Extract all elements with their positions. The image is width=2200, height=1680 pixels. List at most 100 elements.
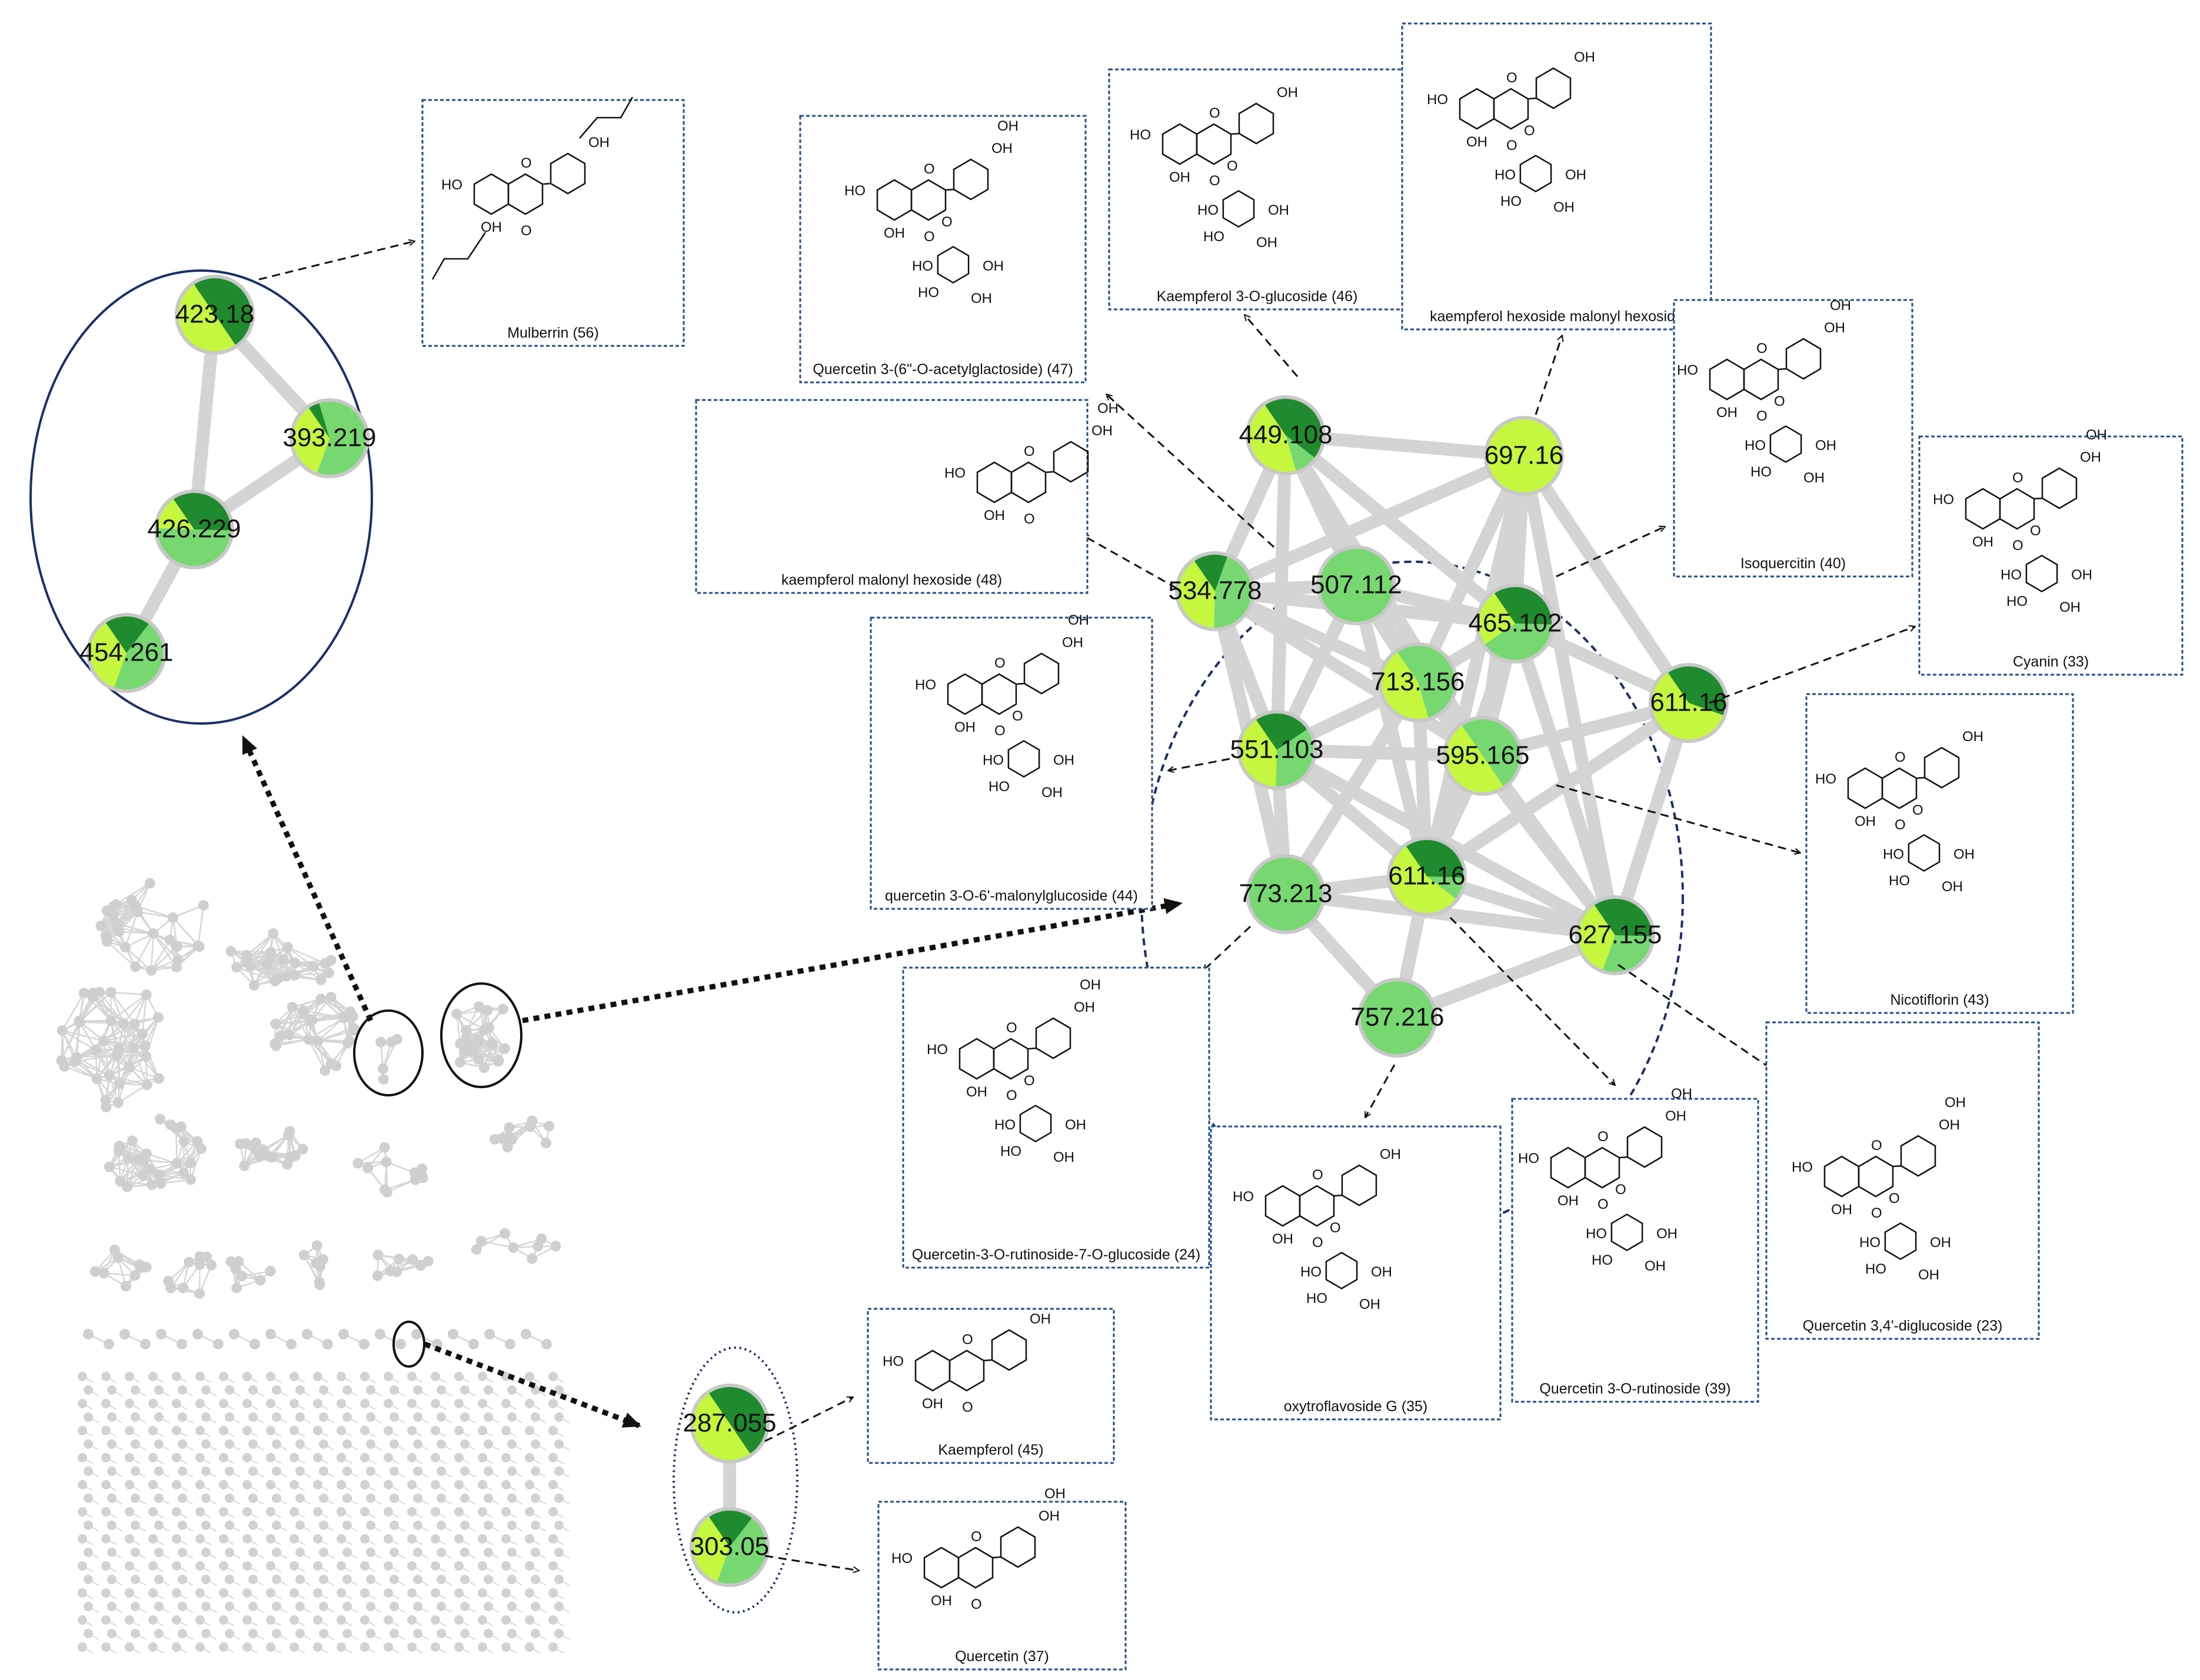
atom-label: HO bbox=[1677, 362, 1698, 378]
node-pie-slice bbox=[1427, 876, 1463, 899]
network-node[interactable]: 595.165 bbox=[1436, 716, 1530, 796]
node-mz-label: 534.778 bbox=[1168, 576, 1262, 605]
overview-node bbox=[323, 968, 334, 979]
atom-label: OH bbox=[1065, 1117, 1086, 1133]
overview-node bbox=[474, 1001, 485, 1012]
overview-node bbox=[278, 954, 289, 965]
atom-label: OH bbox=[1097, 401, 1119, 416]
atom-label: O bbox=[1597, 1129, 1609, 1145]
network-node[interactable]: 393.219 bbox=[282, 398, 377, 478]
network-node[interactable]: 454.261 bbox=[79, 613, 174, 693]
overview-node bbox=[527, 1115, 538, 1126]
overview-node bbox=[194, 941, 205, 952]
node-pie-slice bbox=[708, 1511, 752, 1547]
atom-label: OH bbox=[2080, 449, 2101, 465]
node-pie-slice bbox=[158, 528, 231, 566]
overview-node bbox=[319, 958, 331, 969]
network-node[interactable]: 507.112 bbox=[1310, 545, 1402, 625]
overview-node bbox=[269, 1038, 281, 1049]
overview-node bbox=[141, 1148, 152, 1159]
network-edge bbox=[1609, 696, 1695, 942]
network-nodes: 423.18 393.219 426.229 454.261 449.108 697.16… bbox=[79, 275, 1729, 1587]
overview-node bbox=[345, 1006, 356, 1017]
node-mz-label: 551.103 bbox=[1230, 735, 1323, 764]
atom-label: HO bbox=[944, 465, 966, 481]
overview-node bbox=[172, 954, 184, 965]
network-node[interactable]: 534.778 bbox=[1168, 551, 1262, 631]
node-pie-slice bbox=[1249, 405, 1296, 472]
network-node[interactable]: 697.16 bbox=[1484, 416, 1564, 496]
atom-label: HO bbox=[1792, 1159, 1813, 1175]
node-mz-label: 426.229 bbox=[147, 515, 241, 544]
node-pie-slice bbox=[114, 624, 164, 690]
network-node[interactable]: 713.156 bbox=[1371, 642, 1465, 722]
compound-caption: kaempferol malonyl hexoside (48) bbox=[781, 572, 1002, 588]
node-pie-slice bbox=[1240, 719, 1277, 786]
overview-node bbox=[112, 1097, 124, 1108]
atom-label: HO bbox=[1300, 1264, 1322, 1280]
atom-label: O bbox=[1006, 1020, 1017, 1036]
network-node[interactable]: 627.155 bbox=[1568, 895, 1662, 975]
atom-label: O bbox=[971, 1529, 982, 1545]
network-node[interactable]: 465.102 bbox=[1468, 584, 1562, 664]
overview-node bbox=[475, 1235, 487, 1246]
atom-label: HO bbox=[1427, 92, 1448, 108]
network-node[interactable]: 303.05 bbox=[690, 1507, 770, 1587]
overview-node bbox=[262, 959, 273, 971]
network-node[interactable]: 423.18 bbox=[175, 275, 255, 355]
overview-node bbox=[231, 962, 242, 973]
overview-node bbox=[472, 1034, 483, 1045]
overview-node bbox=[146, 965, 157, 976]
network-node[interactable]: 611.16 bbox=[1649, 663, 1729, 743]
network-node[interactable]: 773.213 bbox=[1239, 854, 1333, 934]
atom-label: OH bbox=[1074, 999, 1095, 1015]
overview-node bbox=[385, 1265, 396, 1276]
overview-node bbox=[479, 1024, 490, 1035]
network-node[interactable]: 757.216 bbox=[1350, 978, 1445, 1058]
overview-node bbox=[289, 969, 300, 981]
atom-label: O bbox=[2012, 470, 2023, 486]
overview-node bbox=[348, 1022, 359, 1034]
atom-label: O bbox=[1871, 1205, 1882, 1221]
overview-node bbox=[541, 1138, 552, 1149]
overview-node bbox=[381, 1156, 392, 1168]
network-node[interactable]: 449.108 bbox=[1239, 395, 1333, 475]
network-node[interactable]: 611.16 bbox=[1387, 836, 1467, 916]
overview-node bbox=[451, 1008, 462, 1019]
node-pie-slice bbox=[717, 1518, 766, 1584]
atom-label: OH bbox=[1053, 752, 1074, 768]
overview-node bbox=[417, 1172, 428, 1184]
overview-node bbox=[407, 1254, 418, 1265]
atom-label: OH bbox=[1553, 199, 1575, 215]
atom-label: O bbox=[1756, 341, 1768, 356]
atom-label: O bbox=[1895, 749, 1906, 765]
overview-node bbox=[155, 1114, 166, 1125]
atom-label: HO bbox=[1586, 1226, 1607, 1242]
network-node[interactable]: 426.229 bbox=[147, 489, 241, 569]
overview-node bbox=[319, 1065, 331, 1076]
overview-node bbox=[71, 1052, 82, 1063]
overview-node bbox=[124, 1062, 135, 1073]
node-pie-slice bbox=[1249, 858, 1322, 931]
network-node[interactable]: 287.055 bbox=[683, 1384, 777, 1464]
atom-label: OH bbox=[966, 1084, 987, 1100]
atom-label: HO bbox=[1750, 464, 1772, 480]
overview-node bbox=[536, 1233, 547, 1244]
node-pie-slice bbox=[1652, 672, 1723, 739]
overview-node bbox=[95, 920, 106, 931]
network-edge bbox=[1279, 429, 1522, 630]
atom-label: O bbox=[1597, 1196, 1609, 1212]
atom-label: OH bbox=[1918, 1267, 1939, 1283]
network-node[interactable]: 551.103 bbox=[1230, 710, 1324, 790]
node-pie-slice bbox=[1487, 419, 1560, 492]
top-left-cluster-ellipse bbox=[29, 269, 373, 725]
overview-node bbox=[105, 986, 117, 998]
overview-node bbox=[74, 1015, 85, 1026]
node-pie-slice bbox=[1478, 593, 1515, 645]
